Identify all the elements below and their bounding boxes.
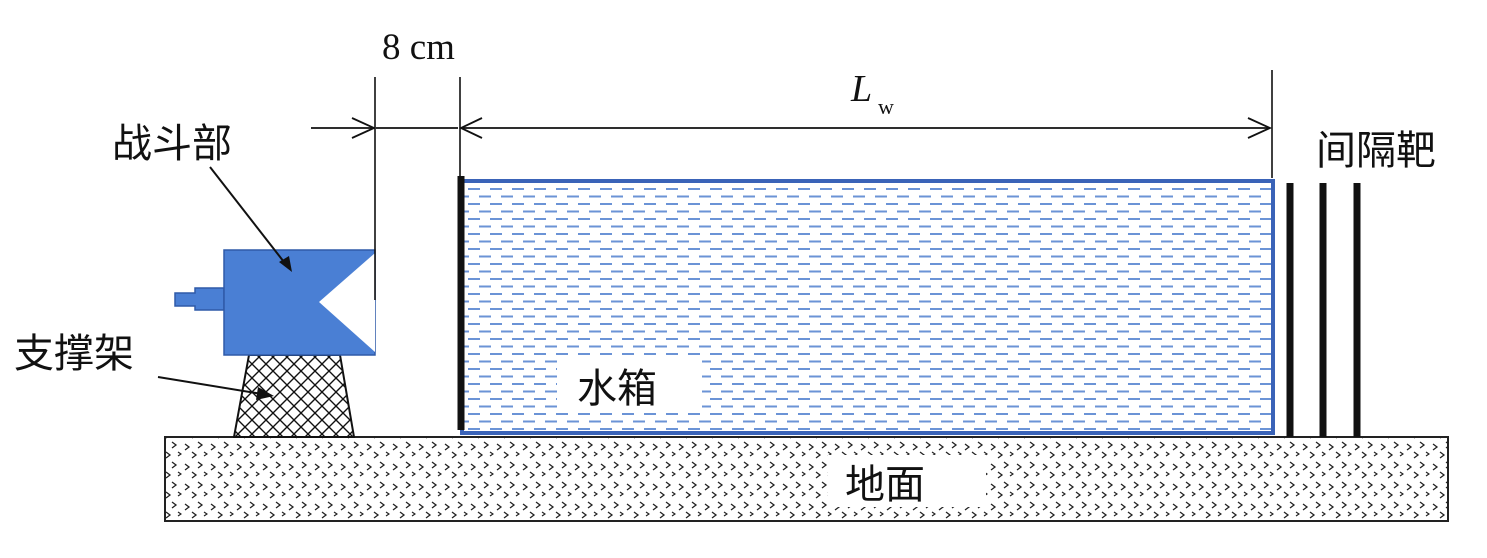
warhead-tail (174, 287, 225, 311)
warhead-leader-line (209, 166, 285, 263)
water-tank: 水箱 (457, 176, 1275, 435)
water-tank-label-bg (557, 360, 702, 412)
spaced-target-label: 间隔靶 (1316, 128, 1436, 174)
ground-slab (164, 436, 1449, 522)
support-leader-line (157, 376, 263, 395)
gap-dimension-label: 8 cm (382, 27, 455, 68)
support-leader-arrow (256, 387, 274, 400)
gap-arrowhead-left (351, 117, 377, 139)
warhead-label: 战斗部 (112, 121, 232, 167)
warhead: 战斗部 (112, 121, 376, 356)
dimension-annotations: 8 cm L w (311, 27, 1273, 300)
warhead-shaped-charge-cavity (319, 253, 375, 352)
warhead-leader-arrow (279, 256, 292, 272)
warhead-body (223, 249, 376, 356)
support-stand: 支撑架 (14, 331, 356, 438)
support-label: 支撑架 (14, 331, 134, 377)
support-stand-body (232, 354, 356, 438)
spaced-target: 间隔靶 (1286, 128, 1436, 437)
ground-label: 地面 (845, 462, 925, 508)
tank-length-subscript: w (878, 94, 894, 119)
water-tank-label: 水箱 (577, 366, 657, 412)
gap-arrowhead-right (458, 117, 483, 139)
ground: 地面 (164, 436, 1449, 522)
tank-length-arrowhead (1247, 117, 1273, 139)
ground-label-bg (828, 455, 986, 507)
tank-length-symbol: L (850, 68, 872, 110)
